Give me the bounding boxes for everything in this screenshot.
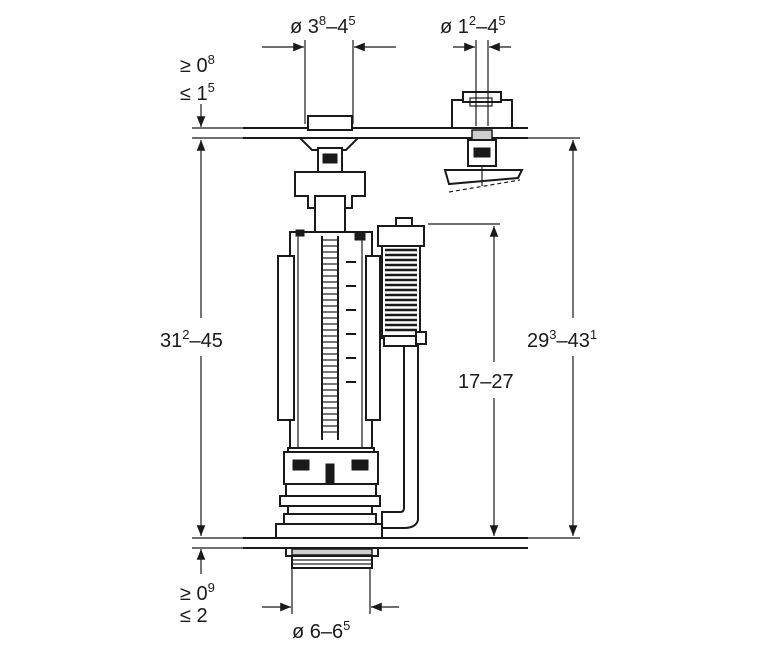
svg-text:312–45: 312–45 (160, 327, 223, 352)
dim-float-height: 17–27 (428, 223, 514, 536)
dim-diameter-top-small: ø 12–45 (440, 13, 511, 126)
svg-text:293–431: 293–431 (527, 327, 597, 352)
bottom-gap-line1: ≥ 0 (180, 583, 208, 605)
svg-text:≥ 08: ≥ 08 (180, 52, 215, 77)
actuator-head (297, 115, 361, 181)
diameter-bottom-label: ø 6–6 (292, 621, 343, 643)
dim-diameter-top-main: ø 38–45 (262, 13, 396, 124)
bottom-gap-line2: ≤ 2 (180, 605, 208, 627)
svg-text:≤ 2: ≤ 2 (180, 605, 208, 627)
overall-height-right-label: 29 (527, 330, 549, 352)
top-plane (192, 127, 580, 139)
dim-overall-height-right: 293–431 (527, 140, 597, 536)
svg-text:≥ 09: ≥ 09 (180, 580, 215, 605)
float-height-label: 17–27 (458, 371, 514, 393)
top-gap-line2: ≤ 1 (180, 83, 208, 105)
top-gap-line1: ≥ 0 (180, 55, 208, 77)
svg-text:ø 38–45: ø 38–45 (290, 13, 356, 38)
svg-text:ø 12–45: ø 12–45 (440, 13, 506, 38)
overflow-tube (377, 217, 427, 529)
height-scale (322, 239, 356, 433)
valve-body (275, 171, 383, 539)
bottom-plane (192, 537, 580, 549)
dim-bottom-gap: ≥ 09 ≤ 2 (180, 549, 215, 627)
dim-top-gap: ≥ 08 ≤ 15 (180, 52, 215, 127)
diameter-top-small-label: ø 1 (440, 16, 469, 38)
secondary-actuator (443, 91, 524, 193)
svg-text:≤ 15: ≤ 15 (180, 80, 215, 105)
bellows-ribs (385, 248, 417, 332)
overall-height-left-label: 31 (160, 330, 182, 352)
svg-text:ø 6–65: ø 6–65 (292, 618, 350, 643)
dim-diameter-bottom: ø 6–65 (262, 568, 399, 643)
diameter-top-main-label: ø 3 (290, 16, 319, 38)
dim-overall-height-left: 312–45 (160, 140, 223, 536)
outlet-flange (285, 547, 379, 569)
